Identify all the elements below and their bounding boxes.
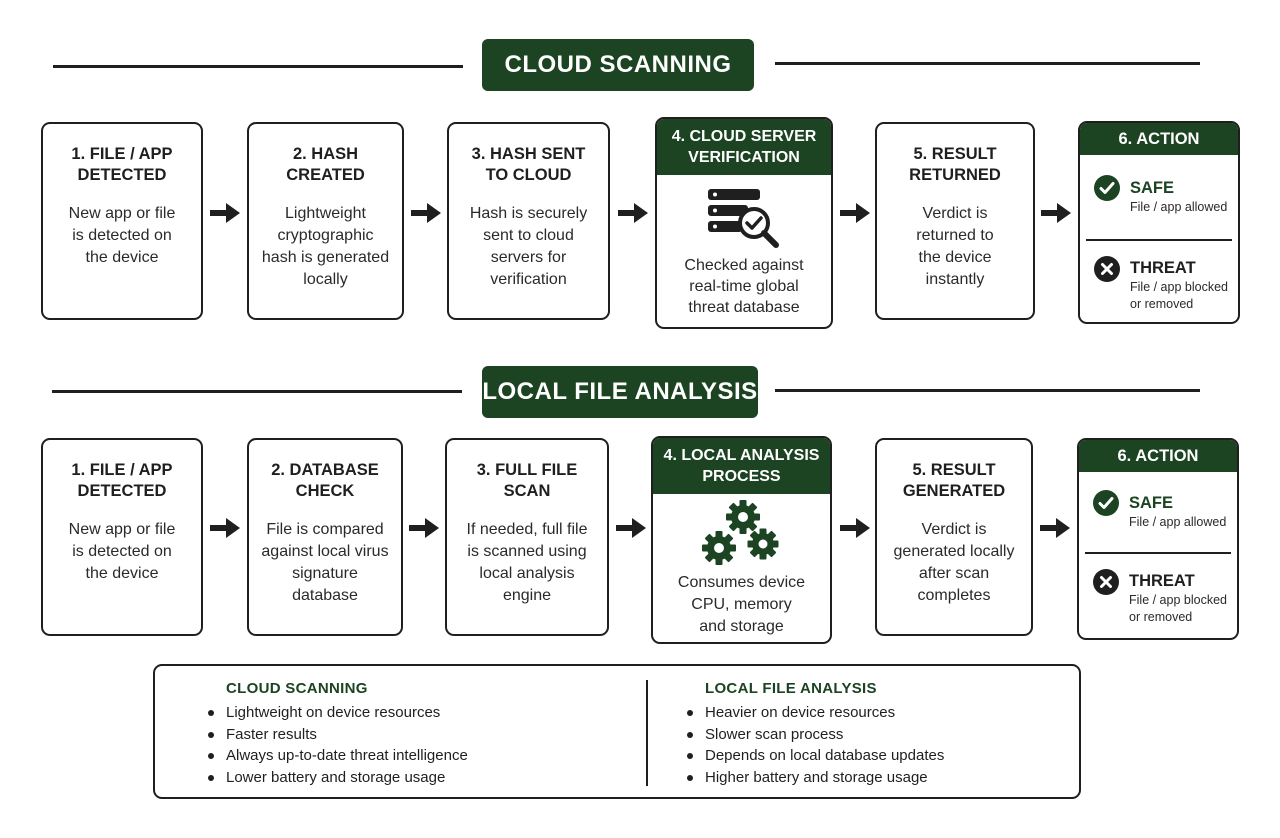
arrow-right-icon (1041, 203, 1071, 223)
comparison-panel: CLOUD SCANNING Lightweight on device res… (153, 664, 1081, 799)
step-title: 2. HASH CREATED (286, 145, 365, 184)
step-card: 3. HASH SENT TO CLOUD Hash is securely s… (447, 122, 610, 320)
section-rule-right (775, 389, 1200, 392)
arrow-right-icon (210, 518, 240, 538)
list-item: Depends on local database updates (686, 745, 944, 767)
step-title: 3. FULL FILE SCAN (476, 461, 578, 500)
x-circle-icon (1094, 256, 1120, 282)
step-card: 2. DATABASE CHECK File is compared again… (247, 438, 403, 636)
step-card-featured: 4. CLOUD SERVER VERIFICATION Checked aga… (655, 117, 833, 329)
action-card: 6. ACTION SAFE File / app allowed THREAT… (1078, 121, 1240, 324)
action-title: 6. ACTION (1079, 440, 1237, 472)
section-rule-left (52, 390, 462, 393)
check-circle-icon (1093, 490, 1119, 516)
arrow-right-icon (618, 203, 648, 223)
comparison-title: CLOUD SCANNING (226, 680, 368, 697)
arrow-right-icon (616, 518, 646, 538)
arrow-right-icon (1040, 518, 1070, 538)
step-card: 1. FILE / APP DETECTED New app or file i… (41, 122, 203, 320)
action-threat: THREAT File / app blocked or removed (1080, 256, 1238, 313)
step-card: 2. HASH CREATED Lightweight cryptographi… (247, 122, 404, 320)
comparison-local: LOCAL FILE ANALYSIS Heavier on device re… (686, 680, 944, 789)
action-safe: SAFE File / app allowed (1080, 175, 1238, 239)
arrow-right-icon (840, 203, 870, 223)
section-banner: CLOUD SCANNING (482, 39, 754, 91)
section-rule-left (53, 65, 463, 68)
threat-description: File / app blocked or removed (1130, 280, 1228, 311)
step-description: Verdict is generated locally after scan … (893, 521, 1015, 604)
step-title: 3. HASH SENT TO CLOUD (471, 145, 586, 184)
threat-description: File / app blocked or removed (1129, 593, 1227, 624)
server-search-icon (708, 189, 779, 248)
comparison-list: Lightweight on device resources Faster r… (208, 702, 468, 789)
step-card-featured: 4. LOCAL ANALYSIS PROCESS (651, 436, 832, 644)
step-description: File is compared against local virus sig… (261, 521, 389, 604)
step-title: 5. RESULT RETURNED (909, 145, 1001, 184)
local-analysis-section: LOCAL FILE ANALYSIS 1. FILE / APP DETECT… (41, 366, 1239, 644)
threat-label: THREAT (1129, 572, 1195, 590)
step-description: New app or file is detected on the devic… (68, 521, 176, 582)
comparison-cloud: CLOUD SCANNING Lightweight on device res… (208, 680, 468, 789)
step-description: Consumes device CPU, memory and storage (677, 574, 806, 635)
safe-label: SAFE (1129, 494, 1174, 512)
arrow-right-icon (840, 518, 870, 538)
step-card: 5. RESULT RETURNED Verdict is returned t… (875, 122, 1035, 320)
list-item: Heavier on device resources (686, 702, 944, 724)
arrow-right-icon (210, 203, 240, 223)
action-safe: SAFE File / app allowed (1079, 490, 1237, 552)
step-card: 3. FULL FILE SCAN If needed, full file i… (445, 438, 609, 636)
safe-label: SAFE (1130, 179, 1175, 197)
step-title: 5. RESULT GENERATED (902, 461, 1006, 500)
safe-description: File / app allowed (1130, 200, 1228, 214)
step-description: Checked against real-time global threat … (684, 257, 804, 316)
step-title: 1. FILE / APP DETECTED (71, 461, 173, 500)
x-circle-icon (1093, 569, 1119, 595)
list-item: Lower battery and storage usage (208, 767, 468, 789)
check-circle-icon (1094, 175, 1120, 201)
step-description: Hash is securely sent to cloud servers f… (469, 205, 588, 288)
cloud-scanning-section: CLOUD SCANNING 1. FILE / APP DETECTED Ne… (0, 0, 1280, 340)
action-card: 6. ACTION SAFE File / app allowed THREAT… (1077, 438, 1239, 640)
list-item: Slower scan process (686, 724, 944, 746)
action-divider (1086, 239, 1232, 241)
action-title: 6. ACTION (1080, 123, 1238, 155)
step-description: New app or file is detected on the devic… (68, 205, 176, 266)
step-description: Lightweight cryptographic hash is genera… (261, 205, 390, 288)
section-banner: LOCAL FILE ANALYSIS (482, 366, 758, 418)
step-description: Verdict is returned to the device instan… (916, 205, 994, 288)
list-item: Lightweight on device resources (208, 702, 468, 724)
safe-description: File / app allowed (1129, 515, 1227, 529)
comparison-list: Heavier on device resources Slower scan … (686, 702, 944, 789)
step-title: 4. LOCAL ANALYSIS PROCESS (653, 438, 830, 494)
arrow-right-icon (409, 518, 439, 538)
action-divider (1085, 552, 1231, 554)
gears-icon (701, 500, 778, 565)
step-title: 1. FILE / APP DETECTED (71, 145, 173, 184)
comparison-title: LOCAL FILE ANALYSIS (705, 680, 877, 697)
threat-label: THREAT (1130, 259, 1196, 277)
step-card: 1. FILE / APP DETECTED New app or file i… (41, 438, 203, 636)
action-threat: THREAT File / app blocked or removed (1079, 569, 1237, 626)
list-item: Faster results (208, 724, 468, 746)
list-item: Always up-to-date threat intelligence (208, 745, 468, 767)
list-item: Higher battery and storage usage (686, 767, 944, 789)
arrow-right-icon (411, 203, 441, 223)
step-description: If needed, full file is scanned using lo… (466, 521, 588, 604)
step-title: 2. DATABASE CHECK (271, 461, 379, 500)
step-card: 5. RESULT GENERATED Verdict is generated… (875, 438, 1033, 636)
section-rule-right (775, 62, 1200, 65)
step-title: 4. CLOUD SERVER VERIFICATION (657, 119, 831, 175)
comparison-divider (646, 680, 648, 786)
